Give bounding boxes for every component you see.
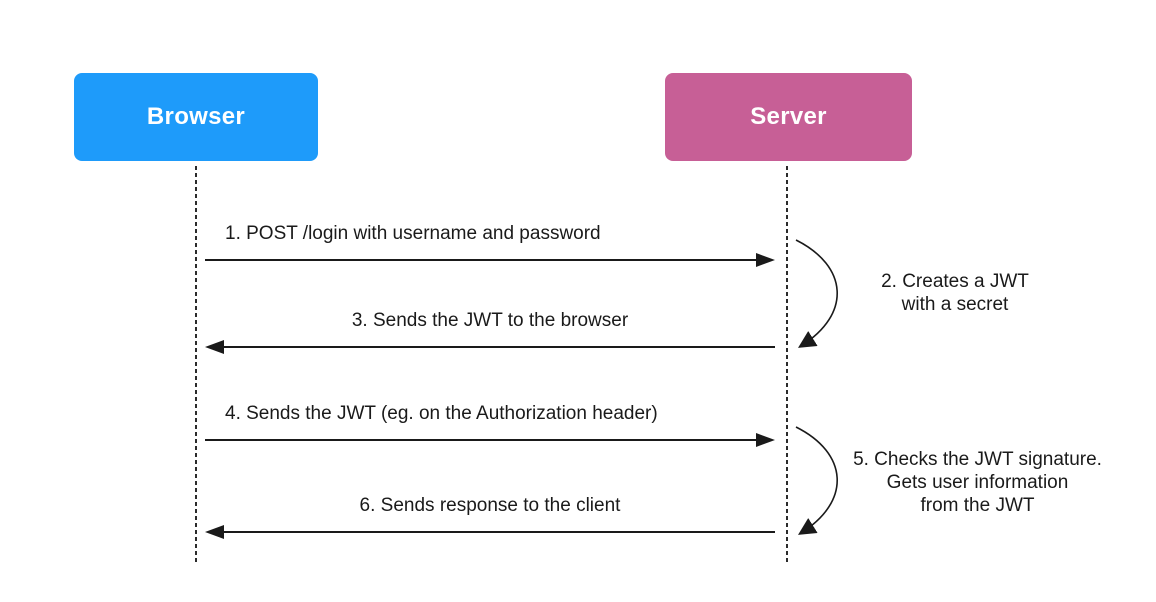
self-note-5: 5. Checks the JWT signature. Gets user i… — [840, 448, 1115, 517]
arrow-shaft — [205, 259, 760, 261]
arrow-left-icon — [205, 525, 775, 539]
self-note-5-line3: from the JWT — [920, 495, 1035, 516]
arrowhead-left-icon — [205, 525, 224, 539]
arrow-right-icon — [205, 433, 775, 447]
message-1: 1. POST /login with username and passwor… — [205, 223, 775, 267]
self-call-arrow-icon — [795, 239, 838, 348]
arrow-shaft — [205, 439, 760, 441]
message-3: 3. Sends the JWT to the browser — [205, 310, 775, 354]
arrow-shaft — [220, 531, 775, 533]
arrow-right-icon — [205, 253, 775, 267]
self-note-5-line2: Gets user information — [886, 472, 1069, 493]
self-note-5-line1: 5. Checks the JWT signature. — [853, 449, 1102, 470]
server-lifeline — [786, 166, 788, 565]
message-6-label: 6. Sends response to the client — [359, 495, 621, 516]
self-call-arrow-icon — [795, 426, 838, 535]
message-3-label: 3. Sends the JWT to the browser — [351, 310, 629, 331]
actor-server-label: Server — [750, 103, 827, 130]
actor-box-server: Server — [665, 73, 912, 161]
message-1-label: 1. POST /login with username and passwor… — [225, 223, 601, 244]
message-4-label: 4. Sends the JWT (eg. on the Authorizati… — [225, 403, 658, 424]
self-note-2: 2. Creates a JWT with a secret — [855, 270, 1055, 316]
arrowhead-right-icon — [756, 253, 775, 267]
browser-lifeline — [195, 166, 197, 565]
arrowhead-left-icon — [205, 340, 224, 354]
arrowhead-right-icon — [756, 433, 775, 447]
self-note-2-line1: 2. Creates a JWT — [881, 271, 1029, 292]
actor-browser-label: Browser — [146, 103, 246, 130]
self-note-2-line2: with a secret — [901, 294, 1009, 315]
arrow-left-icon — [205, 340, 775, 354]
arrow-shaft — [220, 346, 775, 348]
message-6: 6. Sends response to the client — [205, 495, 775, 539]
actor-box-browser: Browser — [74, 73, 318, 161]
message-4: 4. Sends the JWT (eg. on the Authorizati… — [205, 403, 775, 447]
